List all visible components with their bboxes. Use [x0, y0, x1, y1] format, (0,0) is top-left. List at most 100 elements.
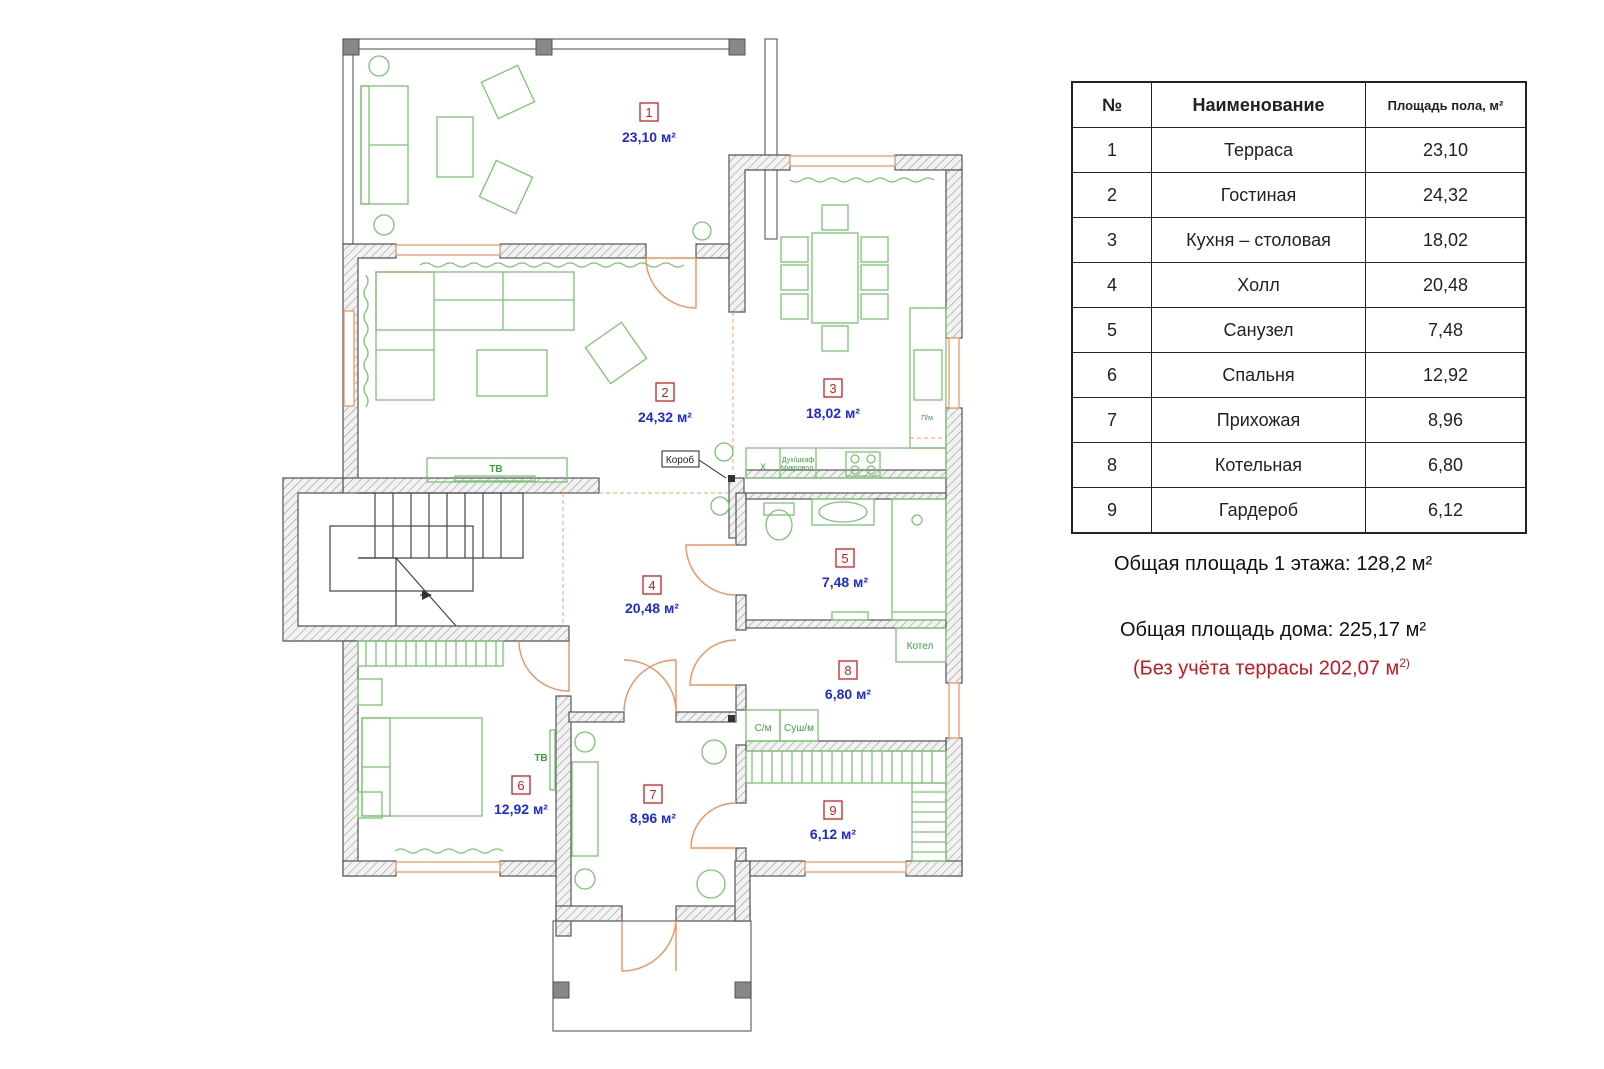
cell-name: Гардероб — [1151, 487, 1366, 534]
oven-label: Дух/шкаф — [782, 457, 815, 464]
korob-label: Короб — [666, 454, 695, 466]
kitchen-x-label: Х — [760, 462, 766, 472]
cell-number: 3 — [1071, 217, 1152, 263]
cell-area: 12,92 — [1365, 352, 1527, 398]
furniture — [357, 55, 947, 899]
doors — [518, 257, 737, 972]
room-tag-5: 5 7,48 м² — [822, 548, 868, 590]
table-row: 6 Спальня 12,92 — [1071, 352, 1527, 398]
table-row: 1 Терраса 23,10 — [1071, 127, 1527, 173]
house-total: Общая площадь дома: 225,17 м² — [1120, 619, 1426, 642]
walls — [282, 154, 963, 1032]
col-header-name: Наименование — [1151, 81, 1366, 128]
cell-area: 8,96 — [1365, 397, 1527, 443]
dishwasher-label: П/м — [921, 415, 933, 422]
room-number: 9 — [829, 803, 836, 818]
boiler-label: Котел — [907, 641, 934, 652]
cell-number: 6 — [1071, 352, 1152, 398]
cell-number: 1 — [1071, 127, 1152, 173]
room-number: 7 — [649, 787, 656, 802]
cell-number: 7 — [1071, 397, 1152, 443]
cell-area: 24,32 — [1365, 172, 1527, 218]
room-area: 24,32 м² — [638, 409, 692, 425]
korob-leader — [698, 459, 727, 479]
tv-label-bedroom: ТВ — [534, 753, 547, 764]
cell-name: Кухня – столовая — [1151, 217, 1366, 263]
room-number: 6 — [517, 778, 524, 793]
staircase — [329, 492, 524, 627]
cell-area: 23,10 — [1365, 127, 1527, 173]
room-number: 3 — [829, 381, 836, 396]
cell-name: Гостиная — [1151, 172, 1366, 218]
table-row: 9 Гардероб 6,12 — [1071, 487, 1527, 534]
terrace-railing — [342, 38, 778, 245]
plan-labels: ТВ ТВ Короб Х Дух/шкаф Микровол. П/м Кот… — [489, 415, 933, 764]
windows — [343, 155, 960, 873]
room-area: 18,02 м² — [806, 405, 860, 421]
room-tag-2: 2 24,32 м² — [638, 382, 692, 425]
room-area: 6,80 м² — [825, 686, 871, 702]
table-row: 5 Санузел 7,48 — [1071, 307, 1527, 353]
cell-number: 5 — [1071, 307, 1152, 353]
table-row: 4 Холл 20,48 — [1071, 262, 1527, 308]
room-area: 12,92 м² — [494, 801, 548, 817]
room-tag-4: 4 20,48 м² — [625, 575, 679, 616]
room-area: 23,10 м² — [622, 129, 676, 145]
cell-area: 6,12 — [1365, 487, 1527, 534]
table-row: 8 Котельная 6,80 — [1071, 442, 1527, 488]
microwave-label: Микровол. — [781, 465, 815, 472]
korob-tag — [661, 450, 700, 468]
room-tag-3: 3 18,02 м² — [806, 378, 860, 421]
dryer-label: Суш/м — [784, 723, 814, 734]
cell-number: 9 — [1071, 487, 1152, 534]
house-total-value: 225,17 м² — [1338, 619, 1426, 641]
cell-name: Прихожая — [1151, 397, 1366, 443]
room-tag-7: 7 8,96 м² — [630, 784, 676, 826]
cell-area: 20,48 — [1365, 262, 1527, 308]
col-header-area: Площадь пола, м² — [1365, 81, 1527, 128]
no-terrace-value: 202,07 м — [1318, 657, 1400, 680]
cell-name: Санузел — [1151, 307, 1366, 353]
room-tag-8: 8 6,80 м² — [825, 660, 871, 702]
cell-area: 7,48 — [1365, 307, 1527, 353]
no-terrace-total: (Без учёта террасы 202,07 м2) — [1133, 656, 1410, 681]
washer-label: С/м — [755, 723, 772, 734]
rooms-table: № Наименование Площадь пола, м² 1 Террас… — [1071, 81, 1527, 534]
cell-area: 18,02 — [1365, 217, 1527, 263]
room-number: 5 — [841, 551, 848, 566]
cell-name: Терраса — [1151, 127, 1366, 173]
cell-number: 8 — [1071, 442, 1152, 488]
cell-name: Котельная — [1151, 442, 1366, 488]
cell-name: Холл — [1151, 262, 1366, 308]
room-tag-9: 9 6,12 м² — [810, 800, 856, 842]
room-area: 20,48 м² — [625, 600, 679, 616]
room-area: 7,48 м² — [822, 574, 868, 590]
cell-number: 4 — [1071, 262, 1152, 308]
floor1-total: Общая площадь 1 этажа: 128,2 м² — [1114, 553, 1432, 576]
duct-marker — [728, 475, 735, 482]
house-total-label: Общая площадь дома: — [1120, 619, 1334, 641]
room-area: 6,12 м² — [810, 826, 856, 842]
room-tags: 1 23,10 м² 2 24,32 м² 3 18,02 м² 4 20,48… — [494, 102, 871, 842]
room-tag-1: 1 23,10 м² — [622, 102, 676, 145]
duct-marker — [728, 715, 735, 722]
room-number: 1 — [645, 105, 652, 120]
room-number: 2 — [661, 385, 668, 400]
cell-name: Спальня — [1151, 352, 1366, 398]
table-row: 2 Гостиная 24,32 — [1071, 172, 1527, 218]
cell-area: 6,80 — [1365, 442, 1527, 488]
table-row: 3 Кухня – столовая 18,02 — [1071, 217, 1527, 263]
floor1-total-label: Общая площадь 1 этажа: — [1114, 553, 1351, 575]
table-header-row: № Наименование Площадь пола, м² — [1071, 81, 1527, 128]
floor-plan: ТВ ТВ Короб Х Дух/шкаф Микровол. П/м Кот… — [282, 38, 963, 1032]
room-number: 4 — [648, 578, 655, 593]
col-header-number: № — [1071, 81, 1152, 128]
room-area: 8,96 м² — [630, 810, 676, 826]
room-tag-6: 6 12,92 м² — [494, 775, 548, 817]
cell-number: 2 — [1071, 172, 1152, 218]
room-number: 8 — [844, 663, 851, 678]
floor1-total-value: 128,2 м² — [1356, 553, 1433, 575]
no-terrace-sup: 2) — [1399, 656, 1410, 670]
tv-label-living: ТВ — [489, 464, 502, 475]
no-terrace-label: (Без учёта террасы — [1133, 657, 1314, 680]
